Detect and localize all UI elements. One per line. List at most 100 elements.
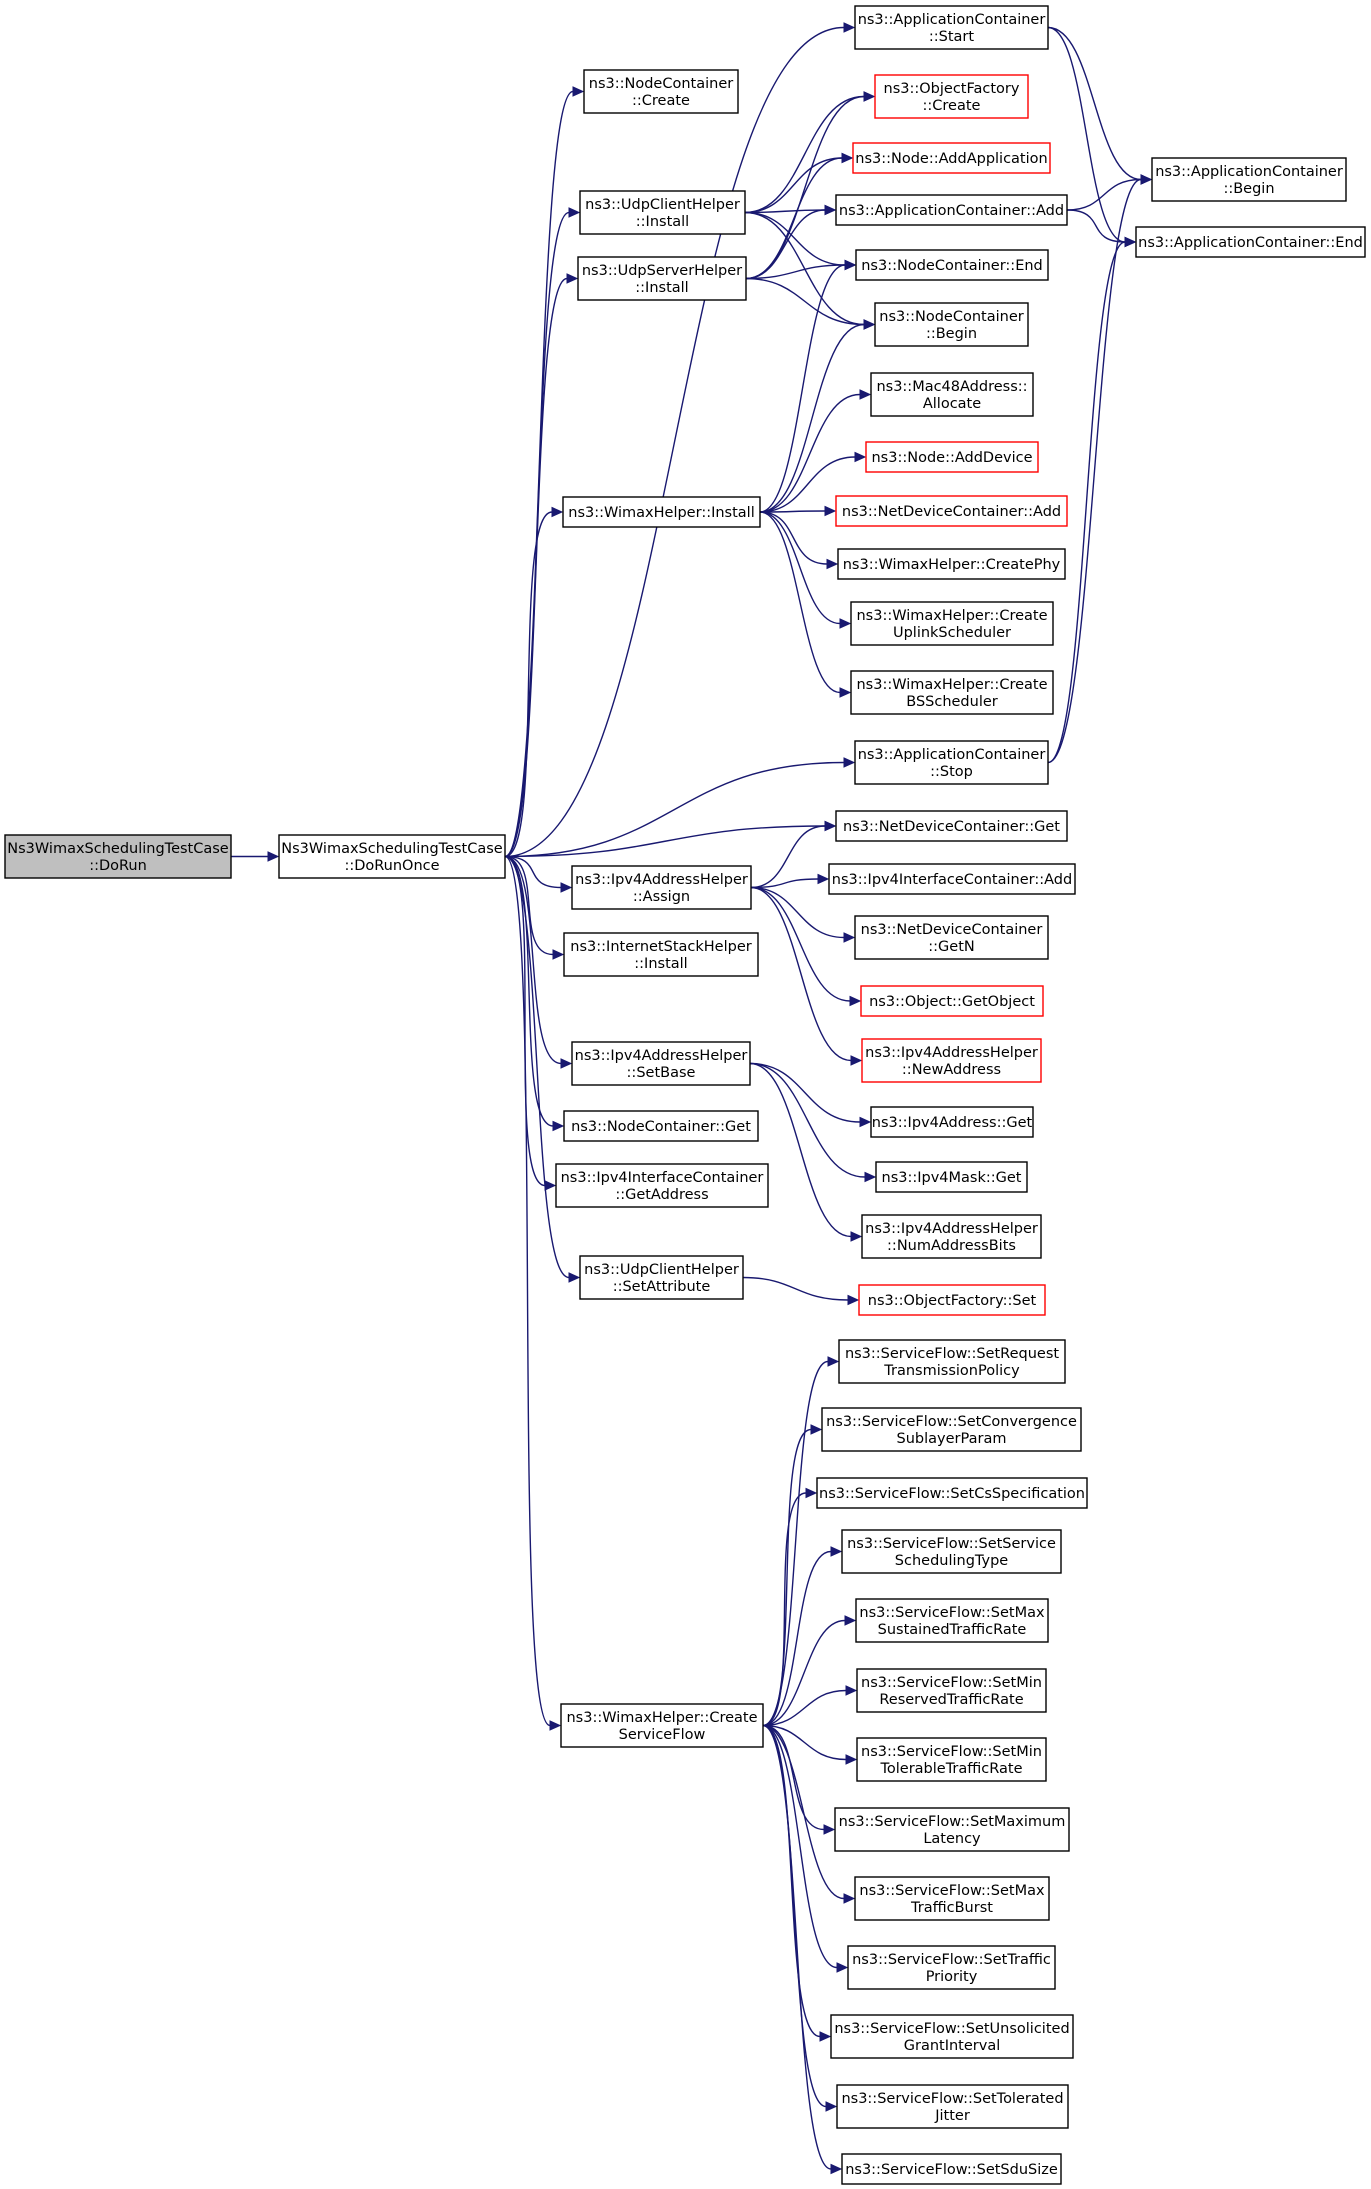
function-node-nc_begin[interactable]: ns3::NodeContainer::Begin: [874, 302, 1029, 347]
function-node-node_adddevice[interactable]: ns3::Node::AddDevice: [865, 441, 1039, 473]
edge-line: [744, 211, 846, 266]
function-node-sf_setsched[interactable]: ns3::ServiceFlow::SetServiceSchedulingTy…: [841, 1529, 1062, 1574]
edge-arrowhead: [805, 1487, 818, 1499]
node-label: ns3::ServiceFlow::SetMin: [861, 1675, 1042, 1691]
node-label: TolerableTrafficRate: [879, 1761, 1022, 1777]
node-box: [865, 441, 1039, 473]
call-edge-wimax_createsf-to-sf_setmaxburst: [762, 1724, 856, 1904]
function-node-sf_setugi[interactable]: ns3::ServiceFlow::SetUnsolicitedGrantInt…: [830, 2014, 1074, 2059]
function-node-sf_setmaxsus[interactable]: ns3::ServiceFlow::SetMaxSustainedTraffic…: [855, 1598, 1049, 1643]
node-label: ns3::ServiceFlow::SetTolerated: [841, 2091, 1063, 2107]
node-label: Ns3WimaxSchedulingTestCase: [7, 841, 229, 857]
function-node-mac48_alloc[interactable]: ns3::Mac48Address::Allocate: [870, 372, 1034, 417]
function-node-ish_install[interactable]: ns3::InternetStackHelper::Install: [563, 932, 759, 977]
edge-arrowhead: [1140, 174, 1153, 185]
function-node-of_create[interactable]: ns3::ObjectFactory::Create: [874, 74, 1029, 119]
call-edge-ipv4ah_setbase-to-ipv4mask_get: [749, 1062, 877, 1183]
edge-arrowhead: [839, 618, 852, 629]
function-node-udpc_setattr[interactable]: ns3::UdpClientHelper::SetAttribute: [579, 1255, 744, 1300]
edge-line: [750, 886, 845, 939]
function-node-udpc_install[interactable]: ns3::UdpClientHelper::Install: [579, 190, 746, 235]
call-edge-ipv4ah_assign-to-ipv4ah_newaddr: [750, 886, 863, 1066]
edge-arrowhead: [824, 204, 837, 216]
edge-line: [762, 1428, 812, 1727]
function-node-ac_add[interactable]: ns3::ApplicationContainer::Add: [835, 194, 1068, 226]
edge-line: [745, 277, 865, 326]
edge-line: [504, 855, 554, 1127]
function-node-ndc_get[interactable]: ns3::NetDeviceContainer::Get: [835, 810, 1068, 842]
function-node-ac_begin[interactable]: ns3::ApplicationContainer::Begin: [1151, 157, 1347, 202]
function-node-wimax_createphy[interactable]: ns3::WimaxHelper::CreatePhy: [837, 548, 1066, 580]
function-node-root[interactable]: Ns3WimaxSchedulingTestCase::DoRun: [4, 834, 232, 879]
function-node-of_set[interactable]: ns3::ObjectFactory::Set: [858, 1284, 1046, 1316]
call-edge-ac_stop-to-ac_begin: [1047, 174, 1153, 764]
function-node-ipv4addr_get[interactable]: ns3::Ipv4Address::Get: [870, 1106, 1034, 1138]
function-node-ipv4mask_get[interactable]: ns3::Ipv4Mask::Get: [875, 1161, 1028, 1193]
call-edge-dorunonce-to-wimax_install: [504, 506, 564, 858]
function-node-udps_install[interactable]: ns3::UdpServerHelper::Install: [577, 256, 747, 301]
call-edge-wimax_install-to-mac48_alloc: [759, 389, 872, 513]
function-node-sf_setmintol[interactable]: ns3::ServiceFlow::SetMinTolerableTraffic…: [856, 1737, 1047, 1782]
node-label: ns3::Ipv4Mask::Get: [882, 1170, 1022, 1186]
call-edge-wimax_install-to-wimax_createbs: [759, 511, 852, 698]
node-box: [571, 865, 752, 910]
call-edge-root-to-dorunonce: [231, 851, 280, 862]
function-node-nc_end[interactable]: ns3::NodeContainer::End: [855, 249, 1049, 281]
function-node-sf_setcs[interactable]: ns3::ServiceFlow::SetCsSpecification: [816, 1477, 1088, 1509]
edge-arrowhead: [551, 506, 564, 518]
node-box: [841, 2153, 1062, 2185]
function-node-ic_getaddress[interactable]: ns3::Ipv4InterfaceContainer::GetAddress: [555, 1163, 769, 1208]
function-node-sf_setconv[interactable]: ns3::ServiceFlow::SetConvergenceSublayer…: [821, 1407, 1082, 1452]
call-edge-wimax_createsf-to-sf_setmaxsus: [762, 1615, 857, 1727]
function-node-ac_stop[interactable]: ns3::ApplicationContainer::Stop: [854, 740, 1049, 785]
node-label: ns3::ServiceFlow::SetMin: [861, 1744, 1042, 1760]
function-node-ipv4ah_setbase[interactable]: ns3::Ipv4AddressHelper::SetBase: [571, 1041, 751, 1086]
call-edge-ipv4ah_assign-to-obj_getobject: [750, 886, 862, 1007]
function-node-ac_end[interactable]: ns3::ApplicationContainer::End: [1135, 226, 1366, 258]
edge-line: [504, 855, 551, 1727]
edge-line: [762, 1619, 846, 1727]
function-node-ndc_getn[interactable]: ns3::NetDeviceContainer::GetN: [854, 915, 1049, 960]
function-node-sf_setreqtx[interactable]: ns3::ServiceFlow::SetRequestTransmission…: [838, 1339, 1066, 1384]
edge-arrowhead: [859, 389, 872, 400]
call-edge-udps_install-to-node_addapp: [745, 152, 854, 280]
call-edge-wimax_createsf-to-sf_setugi: [762, 1724, 832, 2042]
node-box: [850, 670, 1054, 715]
node-label: ::Assign: [633, 889, 690, 905]
function-node-ipv4ah_newaddr[interactable]: ns3::Ipv4AddressHelper::NewAddress: [861, 1038, 1042, 1083]
function-node-sf_setsdu[interactable]: ns3::ServiceFlow::SetSduSize: [841, 2153, 1062, 2185]
node-label: ns3::WimaxHelper::Create: [566, 1710, 757, 1726]
function-node-ac_start[interactable]: ns3::ApplicationContainer::Start: [854, 5, 1049, 50]
function-node-nc_create[interactable]: ns3::NodeContainer::Create: [583, 69, 739, 114]
call-edge-ac_start-to-ac_begin: [1047, 26, 1153, 185]
node-label: ns3::ServiceFlow::SetService: [847, 1536, 1056, 1552]
node-label: ns3::ApplicationContainer::Add: [839, 203, 1064, 219]
function-node-ipv4ah_assign[interactable]: ns3::Ipv4AddressHelper::Assign: [571, 865, 752, 910]
node-box: [579, 190, 746, 235]
node-label: ns3::Ipv4AddressHelper: [865, 1221, 1038, 1237]
edge-line: [504, 511, 553, 858]
edge-arrowhead: [817, 873, 830, 885]
function-node-ic_add[interactable]: ns3::Ipv4InterfaceContainer::Add: [828, 863, 1076, 895]
node-label: ::Install: [635, 280, 688, 296]
function-node-ndc_add[interactable]: ns3::NetDeviceContainer::Add: [835, 495, 1068, 527]
function-node-ipv4ah_numbits[interactable]: ns3::Ipv4AddressHelper::NumAddressBits: [861, 1214, 1042, 1259]
function-node-sf_setminres[interactable]: ns3::ServiceFlow::SetMinReservedTrafficR…: [856, 1668, 1047, 1713]
function-node-wimax_install[interactable]: ns3::WimaxHelper::Install: [562, 496, 761, 528]
edge-arrowhead: [850, 1231, 863, 1242]
function-node-dorunonce[interactable]: Ns3WimaxSchedulingTestCase::DoRunOnce: [278, 834, 506, 879]
node-box: [577, 256, 747, 301]
function-node-nc_get[interactable]: ns3::NodeContainer::Get: [563, 1110, 759, 1142]
function-node-node_addapp[interactable]: ns3::Node::AddApplication: [852, 142, 1051, 174]
node-label: TransmissionPolicy: [883, 1363, 1020, 1379]
function-node-obj_getobject[interactable]: ns3::Object::GetObject: [860, 985, 1044, 1017]
edge-arrowhead: [843, 22, 856, 33]
node-label: ::Install: [634, 956, 687, 972]
